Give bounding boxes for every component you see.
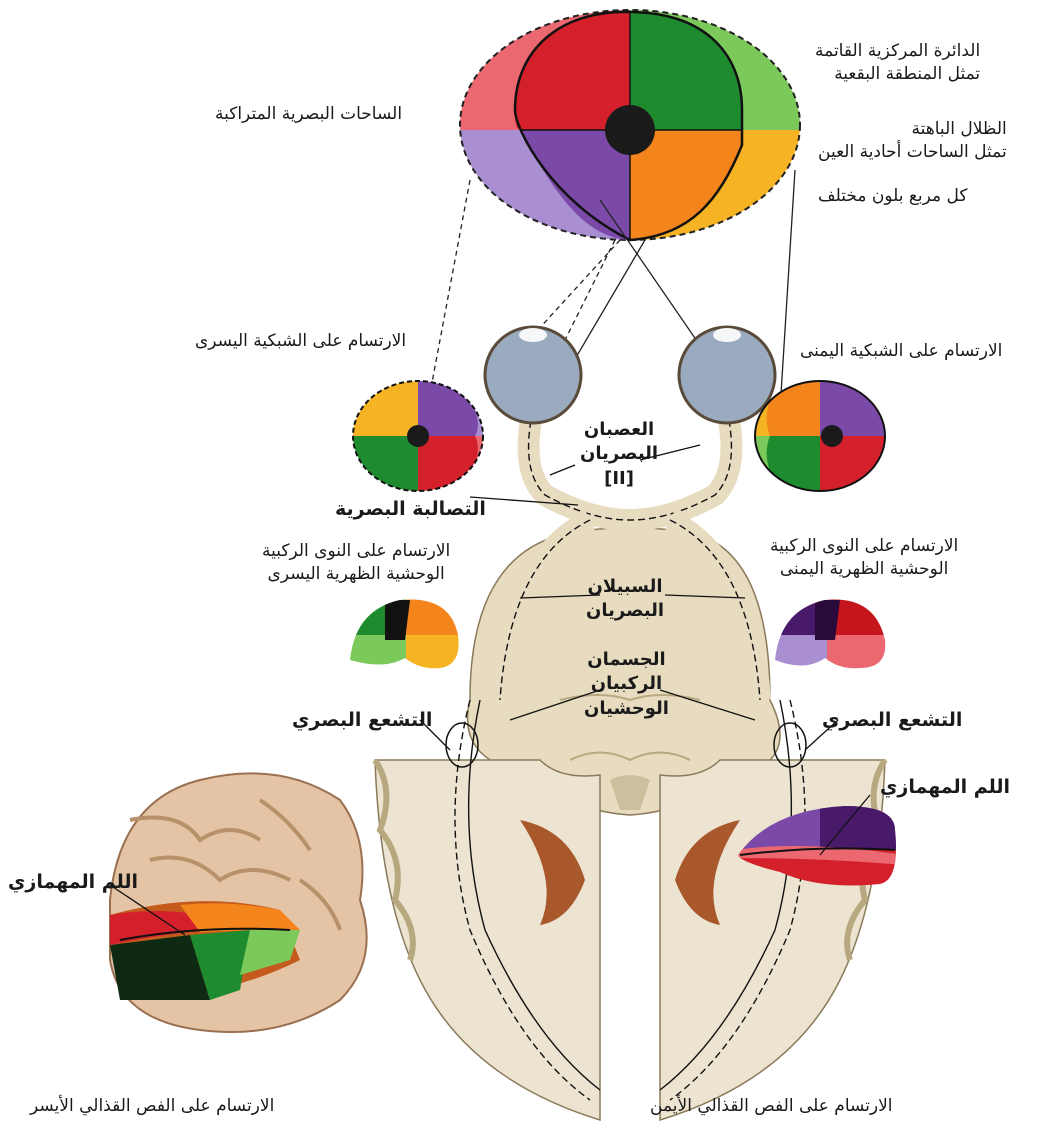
label-left-lgn: الارتسام على النوى الركبية الوحشية الظهر…	[262, 540, 450, 586]
label-left-calcarine: اللم المهمازي	[8, 870, 138, 896]
central-circle-line1: الدائرة المركزية القاتمة	[815, 40, 980, 63]
optic-nerves-line2: البصريان	[580, 442, 658, 466]
label-pale-shades: الظلال الباهتة تمثل الساحات أحادية العين	[818, 118, 1007, 164]
left-occipital-lobe	[110, 773, 367, 1032]
label-left-occipital: الارتسام على الفص القذالي الأيسر	[30, 1095, 274, 1118]
label-each-square: كل مربع بلون مختلف	[818, 185, 968, 208]
lgn-bodies-line3: الوحشيان	[584, 697, 669, 721]
label-right-occipital: الارتسام على الفص القذالي الأيمن	[650, 1095, 893, 1118]
left-lgn-map	[340, 595, 466, 675]
central-circle-line2: تمثل المنطقة البقعية	[815, 63, 980, 86]
label-right-lgn: الارتسام على النوى الركبية الوحشية الظهر…	[770, 535, 958, 581]
lgn-bodies-line1: الجسمان	[584, 648, 669, 672]
right-retina-map	[752, 380, 890, 492]
right-lgn-map	[765, 595, 892, 675]
optic-tracts-line2: البصريان	[586, 599, 664, 623]
right-lgn-line1: الارتسام على النوى الركبية	[770, 535, 958, 558]
left-lgn-line1: الارتسام على النوى الركبية	[262, 540, 450, 563]
label-optic-nerves: العصبان البصريان [II]	[580, 418, 658, 491]
right-lgn-line2: الوحشية الظهرية اليمنى	[770, 558, 958, 581]
pale-shades-line2: تمثل الساحات أحادية العين	[818, 141, 1007, 164]
optic-nerves-line1: العصبان	[580, 418, 658, 442]
visual-field	[455, 5, 805, 245]
label-right-calcarine: اللم المهمازي	[880, 775, 1010, 801]
optic-nerves-line3: [II]	[580, 467, 658, 491]
label-central-circle: الدائرة المركزية القاتمة تمثل المنطقة ال…	[815, 40, 980, 86]
left-lgn-line2: الوحشية الظهرية اليسرى	[262, 563, 450, 586]
label-left-retina: الارتسام على الشبكية اليسرى	[195, 330, 406, 353]
macula-dark-circle	[605, 105, 655, 155]
label-left-optic-radiation: التشعع البصري	[292, 708, 432, 734]
label-right-optic-radiation: التشعع البصري	[822, 708, 962, 734]
label-overlap-fields: الساحات البصرية المتراكبة	[215, 103, 402, 126]
label-right-retina: الارتسام على الشبكية اليمنى	[800, 340, 1002, 363]
label-optic-chiasm: التصالبة البصرية	[335, 497, 486, 523]
eyes	[485, 327, 775, 423]
optic-tracts-line1: السبيلان	[586, 575, 664, 599]
pale-shades-line1: الظلال الباهتة	[818, 118, 1007, 141]
label-optic-tracts: السبيلان البصريان	[586, 575, 664, 624]
lgn-bodies-line2: الركبيان	[584, 672, 669, 696]
label-lgn-bodies: الجسمان الركبيان الوحشيان	[584, 648, 669, 721]
